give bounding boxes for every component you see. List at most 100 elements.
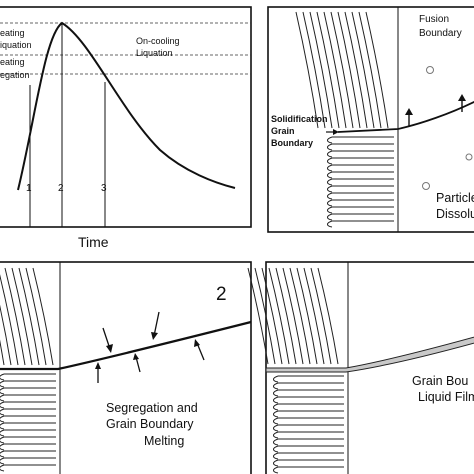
grain-hatch-line — [11, 267, 33, 366]
grain-hatch-line — [0, 394, 56, 402]
particle — [426, 66, 434, 74]
solidification-grain-boundary — [337, 100, 474, 133]
grain-hatch-line — [273, 431, 344, 439]
marker-label-2: 2 — [58, 183, 64, 194]
segregation-arrow — [102, 327, 113, 353]
grain-hatch-line — [330, 11, 354, 129]
grain-hatch-line — [0, 457, 56, 465]
grain-hatch-line — [0, 436, 56, 444]
grain-hatch-line — [327, 206, 394, 214]
segregation-caption: Segregation and Grain Boundary Melting — [106, 401, 201, 448]
segregation-arrow — [133, 353, 141, 373]
grain-hatch-line — [351, 11, 375, 129]
grain-hatch-line — [289, 267, 311, 365]
grain-hatch-line — [0, 274, 19, 366]
grain-hatch-line — [0, 339, 5, 366]
grain-hatch-line — [273, 417, 344, 425]
grain-hatch-line — [295, 11, 319, 129]
liquid-film-caption: Grain Bou Liquid Film — [412, 374, 474, 404]
liquid-film-panel: Grain Bou Liquid Film — [247, 261, 474, 474]
grain-hatch-line — [303, 267, 325, 365]
grain-hatch-line — [327, 136, 394, 144]
grain-hatch-line — [282, 267, 304, 365]
migration-arrow-1 — [405, 108, 413, 126]
lower-grain-hatch — [327, 136, 394, 228]
grain-hatch-line — [273, 452, 344, 460]
grain-hatch-line — [273, 389, 344, 397]
segregation-arrow — [151, 311, 160, 340]
grain-hatch-line — [327, 178, 394, 186]
grain-hatch-line — [273, 382, 344, 390]
particle-dissolution-label: Particle Dissolu — [436, 191, 474, 221]
segregation-arrow — [194, 339, 205, 361]
grain-hatch-line — [254, 267, 276, 365]
lower-grain-hatch — [273, 375, 344, 474]
grain-hatch-line — [25, 267, 47, 366]
grain-hatch-line — [310, 267, 332, 365]
grain-hatch-line — [0, 380, 56, 388]
migration-arrow-2 — [458, 94, 466, 112]
grain-hatch-line — [365, 11, 389, 129]
grain-hatch-line — [327, 143, 394, 151]
grain-hatch-line — [358, 11, 382, 129]
grain-hatch-line — [327, 213, 394, 221]
grain-hatch-line — [0, 401, 56, 409]
grain-hatch-line — [273, 445, 344, 453]
grain-hatch-line — [316, 11, 340, 129]
grain-hatch-line — [275, 267, 297, 365]
grain-hatch-line — [273, 466, 344, 474]
grain-hatch-line — [273, 459, 344, 467]
marker-label-3: 3 — [101, 183, 107, 194]
grain-hatch-line — [327, 171, 394, 179]
grain-hatch-line — [0, 415, 56, 423]
grain-hatch-line — [327, 150, 394, 158]
grain-hatch-line — [273, 403, 344, 411]
boundary-arrowhead — [333, 129, 339, 135]
particle — [465, 153, 473, 161]
marker-label-1: 1 — [26, 183, 32, 194]
grain-hatch-line — [327, 220, 394, 228]
grain-hatch-line — [0, 464, 56, 472]
grain-hatch-line — [0, 304, 12, 366]
grain-hatch-line — [327, 185, 394, 193]
temperature-curve — [17, 21, 236, 191]
on-cooling-liquation-label: On-cooling Liquation — [136, 36, 182, 58]
grain-hatch-line — [327, 164, 394, 172]
solidification-grain-boundary-label: Solidification Grain Boundary — [271, 114, 330, 148]
grain-hatch-line — [302, 11, 326, 129]
grain-hatch-line — [309, 11, 333, 129]
grain-hatch-line — [0, 373, 56, 381]
particle — [422, 182, 430, 190]
grain-hatch-line — [0, 443, 56, 451]
bottom-left-panel-frame — [0, 261, 252, 474]
stage-number: 2 — [216, 284, 227, 305]
grain-hatch-line — [32, 267, 54, 366]
grain-hatch-line — [317, 267, 339, 365]
grain-hatch-line — [0, 450, 56, 458]
grain-hatch-line — [327, 192, 394, 200]
grain-hatch-line — [323, 11, 347, 129]
heating-segregation-label: eating egation — [0, 57, 30, 80]
grain-hatch-line — [0, 429, 56, 437]
grain-hatch-line — [261, 267, 283, 365]
thermal-cycle-panel: eating iquation eating egation On-coolin… — [0, 6, 252, 250]
upper-grain-hatch — [0, 267, 54, 366]
grain-hatch-line — [327, 157, 394, 165]
segregation-arrow — [95, 362, 101, 383]
grain-hatch-line — [273, 424, 344, 432]
grain-hatch-line — [4, 267, 26, 366]
grain-hatch-line — [0, 422, 56, 430]
grain-boundary-melting-line — [0, 320, 252, 371]
grain-hatch-line — [296, 267, 318, 365]
grain-hatch-line — [18, 267, 40, 366]
heating-liquation-label: eating iquation — [0, 28, 32, 50]
grain-hatch-line — [273, 375, 344, 383]
upper-grain-hatch — [247, 267, 339, 365]
grain-hatch-line — [273, 410, 344, 418]
grain-hatch-line — [268, 267, 290, 365]
grain-hatch-line — [0, 387, 56, 395]
thermal-panel-frame — [0, 6, 252, 228]
grain-boundary-liquid-film — [265, 336, 474, 373]
time-axis-label: Time — [78, 234, 109, 250]
